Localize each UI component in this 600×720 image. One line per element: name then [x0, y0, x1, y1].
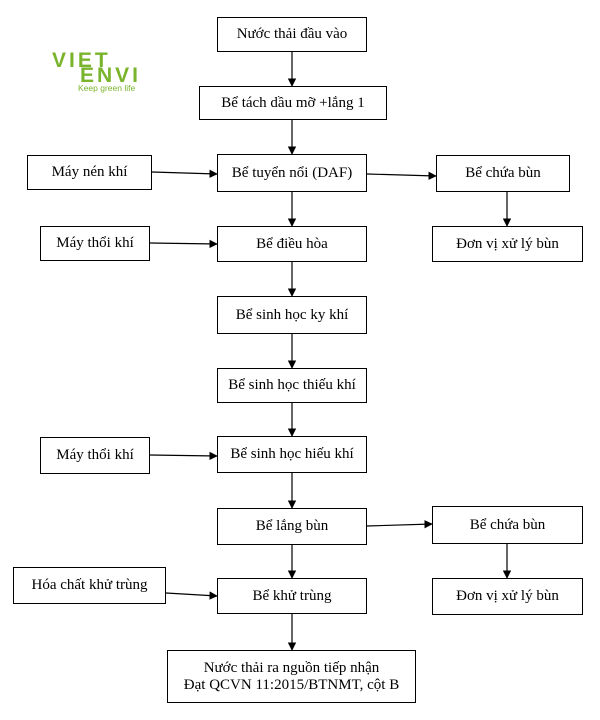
- node-label: Bể tách dầu mỡ +lắng 1: [221, 94, 365, 111]
- arrow-compressor-to-daf: [151, 169, 218, 178]
- node-label: Nước thải đầu vào: [236, 26, 348, 42]
- node-label: Bể tuyển nổi (DAF): [231, 164, 353, 181]
- node-disinfection-chemical: Hóa chất khử trùng: [13, 567, 166, 604]
- node-label: Máy thổi khí: [56, 447, 134, 463]
- node-influent: Nước thải đầu vào: [217, 17, 367, 52]
- logo-text-viet: VIET: [52, 49, 111, 72]
- node-label: Đơn vị xử lý bùn: [456, 588, 559, 604]
- node-anaerobic: Bể sinh học ky khí: [217, 296, 367, 334]
- node-label-line2: Đạt QCVN 11:2015/BTNMT, cột B: [183, 676, 400, 693]
- logo-tagline: Keep green life: [78, 83, 136, 93]
- node-label: Bể điều hòa: [256, 235, 328, 252]
- node-air-blower-2: Máy thổi khí: [40, 437, 150, 474]
- node-equalization: Bể điều hòa: [217, 226, 367, 262]
- arrow-settling-to-sludgetank2: [366, 520, 433, 529]
- node-sludge-unit-2: Đơn vị xử lý bùn: [432, 578, 583, 615]
- node-anoxic: Bể sinh học thiếu khí: [217, 368, 367, 403]
- node-label: Bể lắng bùn: [255, 518, 329, 534]
- vietenvi-logo: VIET ENVI Keep green life: [50, 49, 155, 93]
- arrow-daf-to-sludgetank1: [366, 171, 437, 180]
- node-label-line1: Nước thải ra nguồn tiếp nhận: [203, 659, 380, 676]
- node-label: Máy nén khí: [51, 164, 128, 180]
- node-label: Bể chứa bùn: [469, 516, 546, 533]
- node-sludge-unit-1: Đơn vị xử lý bùn: [432, 226, 583, 262]
- node-label: Bể khử trùng: [252, 587, 332, 604]
- arrow-blower1-to-equal: [149, 239, 218, 249]
- node-daf: Bể tuyển nổi (DAF): [217, 154, 367, 192]
- node-disinfection: Bể khử trùng: [217, 578, 367, 614]
- node-label: Bể chứa bùn: [465, 165, 541, 181]
- node-air-blower-1: Máy thổi khí: [40, 226, 150, 261]
- node-sludge-tank-2: Bể chứa bùn: [432, 506, 583, 544]
- node-label: Bể sinh học hiếu khí: [230, 446, 354, 462]
- arrow-blower2-to-aerobic: [149, 451, 218, 461]
- logo-text-envi: ENVI: [80, 64, 142, 87]
- node-effluent: Nước thải ra nguồn tiếp nhận Đạt QCVN 11…: [167, 650, 416, 703]
- node-label: Bể sinh học ky khí: [235, 306, 349, 323]
- node-label: Máy thổi khí: [56, 235, 134, 251]
- node-aerobic: Bể sinh học hiếu khí: [217, 436, 367, 473]
- node-label: Đơn vị xử lý bùn: [456, 235, 559, 252]
- node-label: Hóa chất khử trùng: [31, 577, 148, 593]
- arrow-chemical-to-disinfect: [165, 591, 218, 600]
- node-air-compressor: Máy nén khí: [27, 155, 152, 190]
- node-sludge-tank-1: Bể chứa bùn: [436, 155, 570, 192]
- node-settling: Bể lắng bùn: [217, 508, 367, 545]
- node-label: Bể sinh học thiếu khí: [228, 377, 356, 393]
- node-oil-separator: Bể tách dầu mỡ +lắng 1: [199, 86, 387, 120]
